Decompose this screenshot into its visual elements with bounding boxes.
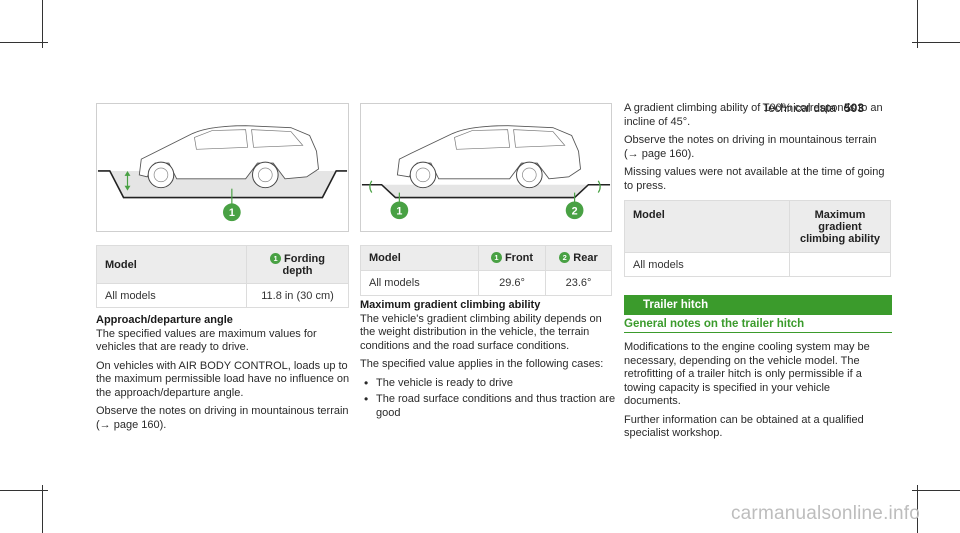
crop-mark [0, 490, 48, 491]
paragraph: Further information can be obtained at a… [624, 413, 864, 440]
approach-departure-illustration: 1 2 [360, 103, 612, 232]
approach-angle-text: Approach/departure angle The specified v… [96, 314, 354, 437]
section-title: Technical data [762, 103, 836, 115]
running-header: Technical data 503 [762, 101, 864, 115]
crop-mark [42, 0, 43, 48]
crop-mark [42, 485, 43, 533]
paragraph: Modifications to the engine cooling syst… [624, 341, 870, 407]
crop-mark [912, 490, 960, 491]
section-bar-trailer-hitch: Trailer hitch [624, 295, 892, 315]
trailer-hitch-text: Modifications to the engine cooling syst… [624, 341, 886, 446]
table-cell-front-angle: 29.6° [478, 270, 546, 296]
table-cell-rear-angle: 23.6° [545, 270, 612, 296]
section-heading: Approach/departure angle [96, 314, 233, 326]
fording-depth-illustration: 1 [96, 103, 349, 232]
list-item: The vehicle is ready to drive [360, 377, 618, 391]
callout-badge-1: 1 [270, 252, 282, 264]
callout-badge-2: 2 [559, 252, 571, 263]
crop-mark [0, 42, 48, 43]
conditions-list: The vehicle is ready to drive The road s… [360, 377, 618, 421]
table-header-model: Model [624, 200, 790, 253]
table-cell-gradient-value [789, 252, 891, 277]
table-cell-model: All models [624, 252, 790, 277]
table-header-model: Model [360, 245, 479, 271]
callout-badge-1: 1 [490, 252, 502, 263]
crop-mark [917, 485, 918, 533]
crop-mark [917, 0, 918, 48]
table-cell-model: All models [360, 270, 479, 296]
crop-mark [912, 42, 960, 43]
table-header-gradient-ability: Maximum gradient climbing ability [789, 200, 891, 253]
callout-badge-1: 1 [396, 205, 402, 217]
callout-badge-2: 2 [572, 205, 578, 217]
page-number: 503 [843, 101, 864, 115]
table-header-model: Model [96, 245, 247, 284]
paragraph: Observe the notes on driving in mountain… [96, 405, 349, 431]
watermark-text: carmanualsonline.info [730, 503, 920, 524]
gradient-ability-text: Maximum gradient climbing ability The ve… [360, 299, 618, 423]
table-cell-fording-value: 11.8 in (30 cm) [246, 283, 349, 308]
paragraph: The specified values are maximum values … [96, 327, 317, 354]
callout-badge-1: 1 [229, 207, 235, 219]
list-item: The road surface conditions and thus tra… [360, 393, 618, 420]
gradient-notes-text: A gradient climbing ability of 100% corr… [624, 102, 886, 198]
paragraph: Missing values were not available at the… [624, 166, 885, 192]
paragraph: A gradient climbing ability of 100% corr… [624, 102, 883, 128]
paragraph: The vehicle's gradient climbing ability … [360, 312, 602, 352]
paragraph: On vehicles with AIR BODY CONTROL, loads… [96, 359, 350, 399]
table-cell-model: All models [96, 283, 247, 308]
angle-car-drawing: 1 2 [361, 125, 611, 220]
section-heading: Maximum gradient climbing ability [360, 299, 541, 311]
fording-car-drawing: 1 [97, 125, 348, 222]
paragraph: The specified value applies in the follo… [360, 358, 604, 370]
paragraph: Observe the notes on driving in mountain… [624, 134, 877, 160]
gradient-ability-table: Model Maximum gradient climbing ability … [624, 200, 891, 277]
subsection-heading: General notes on the trailer hitch [624, 317, 892, 333]
